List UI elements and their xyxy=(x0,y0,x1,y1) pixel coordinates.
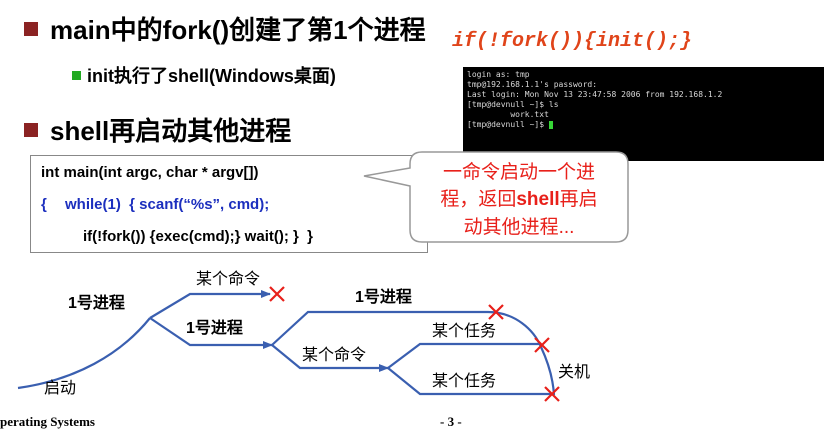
footer-course-title: perating Systems xyxy=(0,414,95,429)
terminal-prompt-line: [tmp@devnull ~]$ xyxy=(467,120,820,130)
cross-icon xyxy=(488,304,504,320)
branch-to-p1-mid xyxy=(149,317,273,349)
branch-to-task1 xyxy=(387,342,540,369)
cursor-icon xyxy=(548,120,553,129)
label-task-2: 某个任务 xyxy=(432,372,496,390)
bullet-fork: main中的fork()创建了第1个进程 xyxy=(24,10,426,47)
label-shutdown: 关机 xyxy=(558,363,590,381)
bullet-square-icon xyxy=(24,122,38,137)
callout-line-1: 一命令启动一个进 xyxy=(443,161,595,183)
label-process-1-right: 1号进程 xyxy=(355,288,412,306)
cross-icon xyxy=(544,386,560,402)
callout-line-2: 程，返回shell再启 xyxy=(440,188,597,210)
branch-to-cmd-mid xyxy=(271,344,389,372)
callout-shell-word: shell xyxy=(516,189,559,210)
terminal-line: Last login: Mon Nov 13 23:47:58 2006 fro… xyxy=(467,90,723,99)
terminal-screenshot: login as: tmp tmp@192.168.1.1's password… xyxy=(463,67,824,161)
callout-text: 再启 xyxy=(560,188,598,210)
terminal-line: [tmp@devnull ~]$ xyxy=(467,120,549,129)
code-line-2-brace: { xyxy=(41,196,47,213)
terminal-line: [tmp@devnull ~]$ ls xyxy=(467,100,559,109)
label-process-1-left: 1号进程 xyxy=(68,294,125,312)
callout-bubble xyxy=(363,151,629,243)
code-line-2: while(1) { scanf(“%s”, cmd); xyxy=(65,196,270,213)
cross-icon xyxy=(534,337,550,353)
terminal-line: work.txt xyxy=(467,110,549,119)
code-line-3: if(!fork()) {exec(cmd);} wait(); } } xyxy=(83,228,314,245)
bullet-square-icon xyxy=(24,21,38,36)
sub-bullet-init: init执行了shell(Windows桌面) xyxy=(72,62,336,88)
callout-text: 程，返回 xyxy=(440,188,516,210)
callout-line-3: 动其他进程... xyxy=(464,216,575,238)
bullet-shell-text: shell再启动其他进程 xyxy=(50,116,292,146)
shell-code-box: int main(int argc, char * argv[]) { whil… xyxy=(30,155,428,253)
start-curve xyxy=(17,317,151,390)
bullet-shell: shell再启动其他进程 xyxy=(24,111,291,148)
init-code: if(!fork()){init();} xyxy=(452,30,693,53)
branch-to-task2 xyxy=(387,367,552,396)
branch-to-cmd-top xyxy=(149,290,271,319)
label-process-1-mid: 1号进程 xyxy=(186,319,243,337)
label-start: 启动 xyxy=(44,379,76,397)
terminal-line: login as: tmp xyxy=(467,70,530,79)
page-number: - 3 - xyxy=(440,414,462,429)
bullet-square-icon xyxy=(72,70,81,80)
bullet-fork-text: main中的fork()创建了第1个进程 xyxy=(50,15,426,45)
terminal-line: tmp@192.168.1.1's password: xyxy=(467,80,598,89)
code-line-1: int main(int argc, char * argv[]) xyxy=(41,164,259,181)
cross-icon xyxy=(269,286,285,302)
label-cmd-top: 某个命令 xyxy=(196,270,260,288)
sub-bullet-init-text: init执行了shell(Windows桌面) xyxy=(87,66,336,86)
label-cmd-mid: 某个命令 xyxy=(302,346,366,364)
label-task-1: 某个任务 xyxy=(432,322,496,340)
